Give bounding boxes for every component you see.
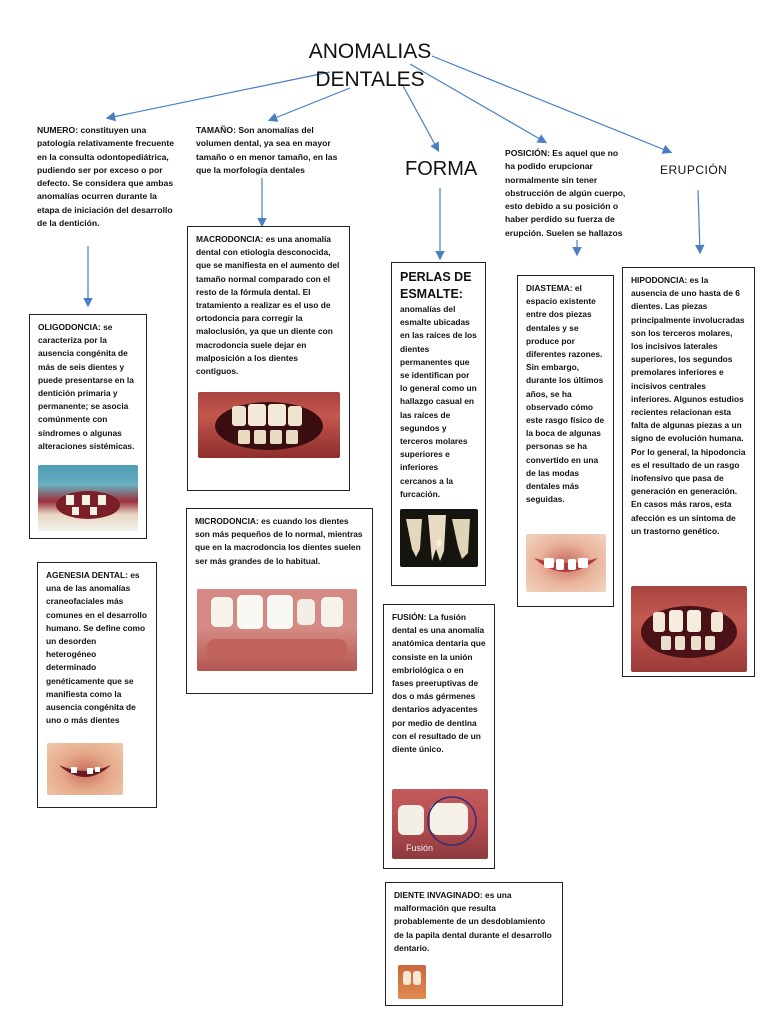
posicion-text: POSICIÓN: Es aquel que no ha podido erup… [505,148,626,238]
title-line-2: DENTALES [315,68,425,91]
perlas-heading: PERLAS DE ESMALTE: [400,270,472,301]
title-line-1: ANOMALIAS [308,40,432,63]
arrow-to-erupcion [431,55,673,154]
arrow-to-tamano [267,87,351,122]
microdoncia-text: MICRODONCIA: es cuando los dientes son m… [195,516,363,566]
teeth-icon [197,589,357,659]
teeth-icon [215,402,323,450]
arrow-to-forma [401,83,440,153]
invaginado-photo [398,965,426,999]
fusion-photo: Fusión [392,789,488,859]
fused-tooth-icon [398,796,477,846]
heading-forma: FORMA [405,158,478,180]
agenesia-box: AGENESIA DENTAL: es una de las anomalías… [37,562,157,808]
diastema-box: DIASTEMA: el espacio existente entre dos… [517,275,614,607]
diastema-photo [526,534,606,592]
smile-icon [59,765,111,777]
oligodoncia-box: OLIGODONCIA: se caracteriza por la ausen… [29,314,147,539]
teeth-icon [641,606,737,658]
microdoncia-box: MICRODONCIA: es cuando los dientes son m… [186,508,373,694]
fusion-caption: Fusión [406,843,434,853]
hipodoncia-photo [631,586,747,672]
arrow-erupcion-hipodoncia [694,189,705,255]
heading-erupcion: ERUPCIÓN [660,163,728,177]
fusion-box: FUSIÓN: La fusión dental es una anomalía… [383,604,495,869]
oligodoncia-photo [38,465,138,531]
mouth-icon [56,491,120,519]
molar-icon [406,515,470,561]
tooth-icon [403,971,421,985]
diagram-title: ANOMALIAS DENTALES [300,38,440,94]
macrodoncia-text: MACRODONCIA: es una anomalía dental con … [196,234,340,377]
perlas-photo [400,509,478,567]
agenesia-photo [47,743,123,795]
oligodoncia-text: OLIGODONCIA: se caracteriza por la ausen… [38,322,135,451]
hipodoncia-box: HIPODONCIA: es la ausencia de uno hasta … [622,267,755,677]
numero-text: NUMERO: constituyen una patología relati… [37,125,175,229]
invaginado-text: DIENTE INVAGINADO: es una malformación q… [394,890,552,953]
microdoncia-photo [197,589,357,671]
invaginado-box: DIENTE INVAGINADO: es una malformación q… [385,882,563,1006]
tamano-text: TAMAÑO: Son anomalías del volumen dental… [196,125,338,175]
perlas-box: PERLAS DE ESMALTE: anomalías del esmalte… [391,262,486,586]
arrow-to-numero [105,71,331,122]
macrodoncia-box: MACRODONCIA: es una anomalía dental con … [187,226,350,491]
smile-icon [534,558,598,572]
hipodoncia-text: HIPODONCIA: es la ausencia de uno hasta … [631,275,746,536]
fusion-text: FUSIÓN: La fusión dental es una anomalía… [392,612,486,755]
diastema-text: DIASTEMA: el espacio existente entre dos… [526,283,605,505]
agenesia-text: AGENESIA DENTAL: es una de las anomalías… [46,570,147,726]
macrodoncia-photo [198,392,340,458]
arrow-to-posicion [409,63,548,144]
perlas-text: anomalías del esmalte ubicadas en las ra… [400,304,477,499]
